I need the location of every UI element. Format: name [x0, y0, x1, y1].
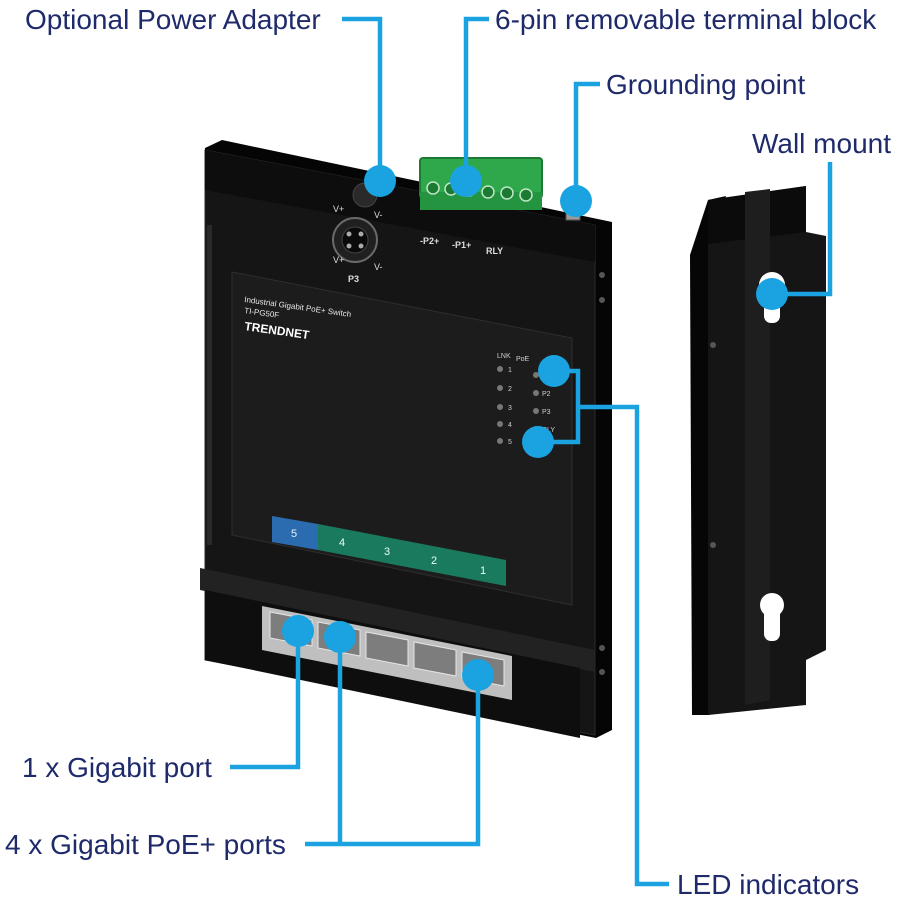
led-lnk-label-3: 3 [508, 405, 512, 412]
port-number-3: 3 [384, 546, 390, 558]
callout-line-poe-1 [305, 675, 481, 847]
callout-dot-poe-2 [462, 659, 494, 691]
callout-line-led-2 [578, 404, 669, 887]
terminal-label-rly: RLY [486, 246, 503, 256]
front-panel: Industrial Gigabit PoE+ Switch TI-PG50F … [231, 271, 573, 606]
power-label-vminus-bottom: V- [374, 262, 383, 272]
callout-poe-ports: 4 x Gigabit PoE+ ports [5, 829, 286, 860]
callout-wall-mount: Wall mount [752, 128, 892, 159]
callout-lines [230, 16, 833, 887]
power-connector: V+ V- V+ V- P3 [332, 182, 383, 284]
callout-line-wall-mount [772, 162, 833, 297]
callout-power-adapter: Optional Power Adapter [25, 4, 321, 35]
callout-dot-led-2 [522, 426, 554, 458]
callout-line-grounding [573, 81, 600, 201]
led-lnk-5 [497, 438, 503, 444]
led-lnk-label-4: 4 [508, 422, 512, 429]
callout-line-power-adapter [342, 16, 383, 181]
callout-dot-terminal-block [450, 165, 482, 197]
wall-mount-bracket [690, 186, 826, 715]
led-lnk-label-2: 2 [508, 386, 512, 393]
led-lnk-2 [497, 385, 503, 391]
port-number-4: 4 [339, 537, 345, 549]
led-lnk-label-5: 5 [508, 439, 512, 446]
callout-dot-gigabit-port [282, 615, 314, 647]
callout-gigabit-port: 1 x Gigabit port [22, 752, 212, 783]
callout-line-terminal-block [463, 16, 489, 181]
terminal-label-p1: -P1+ [452, 240, 471, 250]
led-poe-1 [533, 372, 539, 378]
callout-dot-poe-1 [324, 621, 356, 653]
rj45-port-3 [365, 631, 409, 667]
led-poe-label-2: P2 [542, 391, 551, 398]
port-band-5 [272, 516, 318, 550]
port-number-5: 5 [291, 528, 297, 540]
power-label-p3: P3 [348, 274, 359, 284]
led-lnk-4 [497, 421, 503, 427]
power-label-vplus-top: V+ [333, 204, 344, 214]
callout-terminal-block: 6-pin removable terminal block [495, 4, 877, 35]
terminal-label-p2: -P2+ [420, 236, 439, 246]
callout-dot-wall-mount [756, 278, 788, 310]
callout-dots [282, 165, 788, 691]
power-label-vminus-top: V- [374, 210, 383, 220]
callout-dot-grounding [560, 185, 592, 217]
port-number-1: 1 [480, 565, 486, 577]
led-lnk-3 [497, 404, 503, 410]
led-poe-label-3: P3 [542, 409, 551, 416]
callout-grounding-point: Grounding point [606, 69, 806, 100]
led-header-poe: PoE [516, 356, 530, 363]
led-header-lnk: LNK [497, 353, 511, 360]
rj45-port-2 [413, 641, 457, 677]
power-label-vplus-bottom: V+ [333, 255, 344, 265]
callout-dot-power-adapter [364, 165, 396, 197]
led-poe-3 [533, 408, 539, 414]
callout-led-indicators: LED indicators [677, 869, 860, 900]
callout-dot-led-1 [538, 355, 570, 387]
led-lnk-label-1: 1 [508, 367, 512, 374]
port-number-2: 2 [431, 555, 437, 567]
port-band-poe [318, 524, 506, 586]
led-poe-2 [533, 390, 539, 396]
callout-line-gigabit-port [230, 631, 301, 770]
led-lnk-1 [497, 366, 503, 372]
led-lnk-group: 1 2 3 4 5 [497, 366, 512, 446]
